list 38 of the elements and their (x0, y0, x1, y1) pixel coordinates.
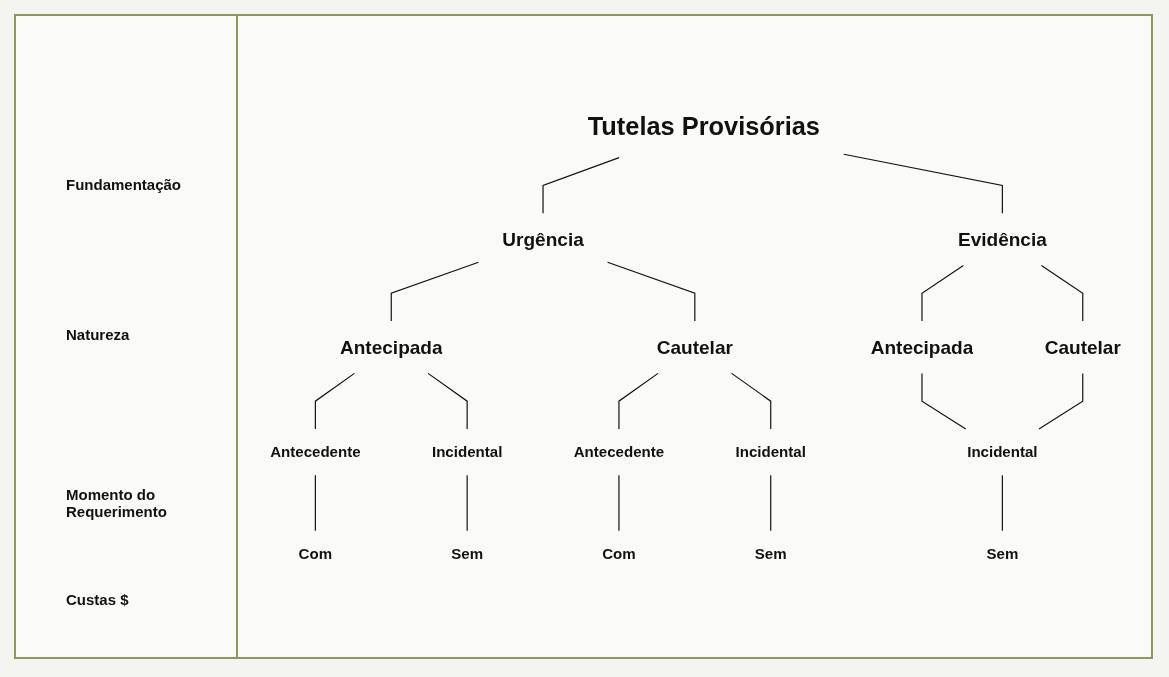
row-label: Custas $ (66, 591, 129, 608)
connector (1038, 372, 1084, 430)
node-text: Antecipada (870, 336, 974, 358)
connector (843, 153, 1003, 214)
node-text: Sem (986, 545, 1019, 562)
node-text: Sem (754, 545, 787, 562)
connector (921, 372, 967, 430)
node-text: Incidental (967, 443, 1038, 460)
connector (731, 372, 772, 430)
node-text: Evidência (957, 228, 1047, 250)
connector (314, 474, 316, 532)
node-text: Sem (451, 545, 484, 562)
connector (606, 261, 696, 322)
node-text: Antecedente (270, 443, 361, 460)
connector (770, 474, 772, 532)
node-text: Com (298, 545, 333, 562)
connector (1001, 474, 1003, 532)
connector (542, 157, 620, 214)
node-text: Urgência (502, 228, 584, 250)
connector (427, 372, 468, 430)
connector (618, 372, 659, 430)
connector (466, 474, 468, 532)
node-text: Antecedente (573, 443, 665, 460)
row-label: Momento do Requerimento (66, 486, 168, 520)
connector (618, 474, 620, 532)
row-label: Natureza (66, 326, 130, 343)
node-text: Incidental (735, 443, 806, 460)
node-text: Incidental (431, 443, 503, 460)
connector (314, 372, 356, 430)
row-label: Fundamentação (66, 176, 182, 193)
node-text: Cautelar (656, 336, 733, 358)
connector (921, 264, 964, 322)
connector (390, 261, 480, 322)
node-text: Tutelas Provisórias (587, 112, 820, 141)
node-text: Com (602, 545, 636, 562)
connector (1040, 264, 1084, 322)
node-text: Antecipada (339, 336, 443, 358)
node-text: Cautelar (1044, 336, 1121, 358)
